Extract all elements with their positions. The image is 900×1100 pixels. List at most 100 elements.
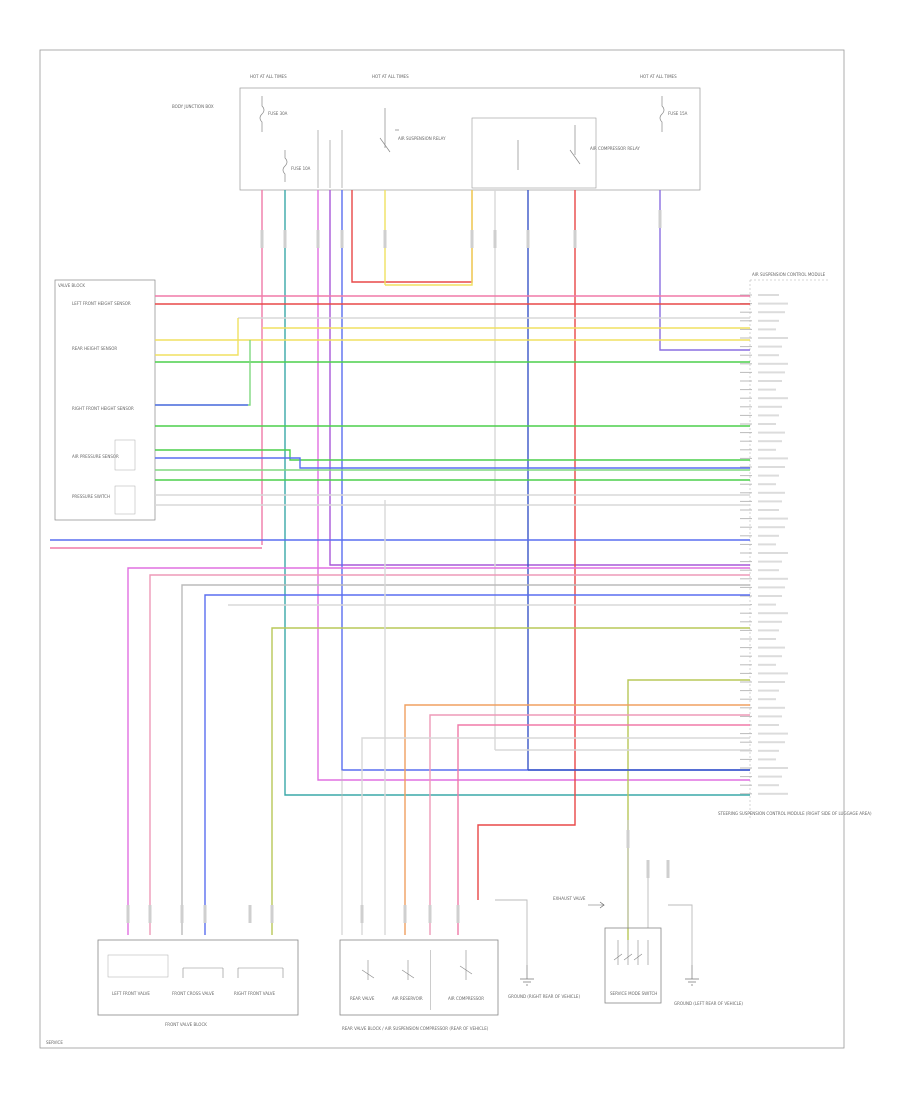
wire-label-tag <box>260 230 264 248</box>
wire <box>361 737 750 935</box>
pin-label-mark <box>758 681 785 683</box>
service-switch-box <box>604 927 662 1004</box>
wire <box>271 627 750 935</box>
connector-pin <box>740 776 752 778</box>
connector-pins <box>740 294 788 795</box>
pin-label-mark <box>758 440 782 443</box>
pin-label-mark <box>758 311 785 314</box>
wire <box>155 449 750 461</box>
connector-pin <box>740 664 752 666</box>
front-valve-right: RIGHT FRONT VALVE <box>234 991 275 996</box>
pin-label-mark <box>758 423 776 425</box>
pin-label-mark <box>758 319 779 322</box>
connector-pin <box>740 690 752 692</box>
pin-label-mark <box>758 483 776 486</box>
pin-label-mark <box>758 302 788 305</box>
connector-pin <box>740 311 752 313</box>
connector-pin <box>740 750 752 752</box>
wire-label-tag <box>148 905 152 923</box>
wire <box>351 190 473 283</box>
pin-label-mark <box>758 560 782 563</box>
exhaust-valve-label: EXHAUST VALVE <box>553 896 586 901</box>
junction-box-label: BODY JUNCTION BOX <box>172 104 214 109</box>
wire <box>149 574 750 935</box>
connector-pin <box>740 449 752 451</box>
hot-label-left: HOT AT ALL TIMES <box>250 74 287 79</box>
connector-pin <box>740 414 752 416</box>
connector-pin <box>740 793 752 795</box>
pin-label-mark <box>758 569 779 572</box>
pin-label-mark <box>758 345 782 348</box>
ground-label-right-rear: GROUND (RIGHT REAR OF VEHICLE) <box>508 994 580 999</box>
left-module-section-2: REAR HEIGHT SENSOR <box>72 346 117 351</box>
wire-label-tag <box>573 230 577 248</box>
connector-pin <box>740 569 752 571</box>
front-valve-middle: FRONT CROSS VALVE <box>172 991 215 996</box>
pin-label-mark <box>758 595 782 597</box>
ground-label-left-rear: GROUND (LEFT REAR OF VEHICLE) <box>674 1001 743 1006</box>
connector-pin <box>740 389 752 391</box>
pin-label-mark <box>758 784 779 787</box>
pin-label-mark <box>758 586 785 589</box>
pin-label-mark <box>758 526 785 529</box>
connector-pin <box>740 371 752 373</box>
fuse-relay-box <box>239 87 701 191</box>
right-connector-footer: STEERING SUSPENSION CONTROL MODULE (RIGH… <box>718 811 872 816</box>
connector-pin <box>740 518 752 520</box>
pin-label-mark <box>758 474 779 477</box>
connector-pin <box>740 346 752 348</box>
connector-pin <box>740 698 752 700</box>
right-connector-bracket <box>749 279 830 820</box>
rear-valve-divider <box>430 950 431 1010</box>
connector-pin <box>740 500 752 502</box>
left-module-section-5: PRESSURE SWITCH <box>72 494 110 499</box>
pin-label-mark <box>758 509 779 511</box>
front-valve-block <box>97 939 299 1016</box>
wire-label-tag <box>383 230 387 248</box>
left-module-section-4: AIR PRESSURE SENSOR <box>72 454 119 459</box>
right-connector-title: AIR SUSPENSION CONTROL MODULE <box>752 272 826 277</box>
wire-label-tag <box>270 905 274 923</box>
front-valve-title: FRONT VALVE BLOCK <box>165 1022 207 1027</box>
pin-label-mark <box>758 663 776 666</box>
rear-valve-title: REAR VALVE BLOCK / AIR SUSPENSION COMPRE… <box>342 1026 489 1031</box>
wire-label-tag <box>658 210 662 228</box>
wire <box>668 904 693 965</box>
connector-pin <box>740 432 752 434</box>
wire-label-tag <box>470 230 474 248</box>
connector-pin <box>740 457 752 459</box>
connector-pin <box>740 681 752 683</box>
wire <box>429 714 750 935</box>
fuse-label-2: FUSE 10A <box>291 166 311 171</box>
fuse-box-stubs <box>317 130 343 188</box>
wire <box>385 190 473 286</box>
wire-label-tag <box>360 905 364 923</box>
connector-pin <box>740 320 752 322</box>
relay-label-2: AIR COMPRESSOR RELAY <box>590 146 640 151</box>
front-valve-left: LEFT FRONT VALVE <box>112 991 150 996</box>
connector-pin <box>740 578 752 580</box>
connector-pin <box>740 492 752 494</box>
relay-coil-2 <box>517 125 581 170</box>
pin-label-mark <box>758 741 785 744</box>
connector-pin <box>740 483 752 485</box>
pin-label-mark <box>758 491 785 494</box>
outer-frame <box>39 49 845 1049</box>
exhaust-arrow <box>588 901 605 909</box>
wire-label-tag <box>126 905 130 923</box>
connector-pin <box>740 672 752 674</box>
front-valve-inner <box>107 954 169 978</box>
pin-label-mark <box>758 431 785 434</box>
connector-pin <box>740 715 752 717</box>
pin-label-mark <box>758 706 785 709</box>
pin-label-mark <box>758 689 779 692</box>
pin-label-mark <box>758 354 779 357</box>
relay-coil-1 <box>379 108 399 153</box>
ground-symbol-left-rear <box>685 965 699 986</box>
connector-pin <box>740 363 752 365</box>
connector-pin <box>740 535 752 537</box>
pin-label-mark <box>758 457 788 460</box>
wire-label-tag <box>283 230 287 248</box>
wire <box>155 340 251 406</box>
